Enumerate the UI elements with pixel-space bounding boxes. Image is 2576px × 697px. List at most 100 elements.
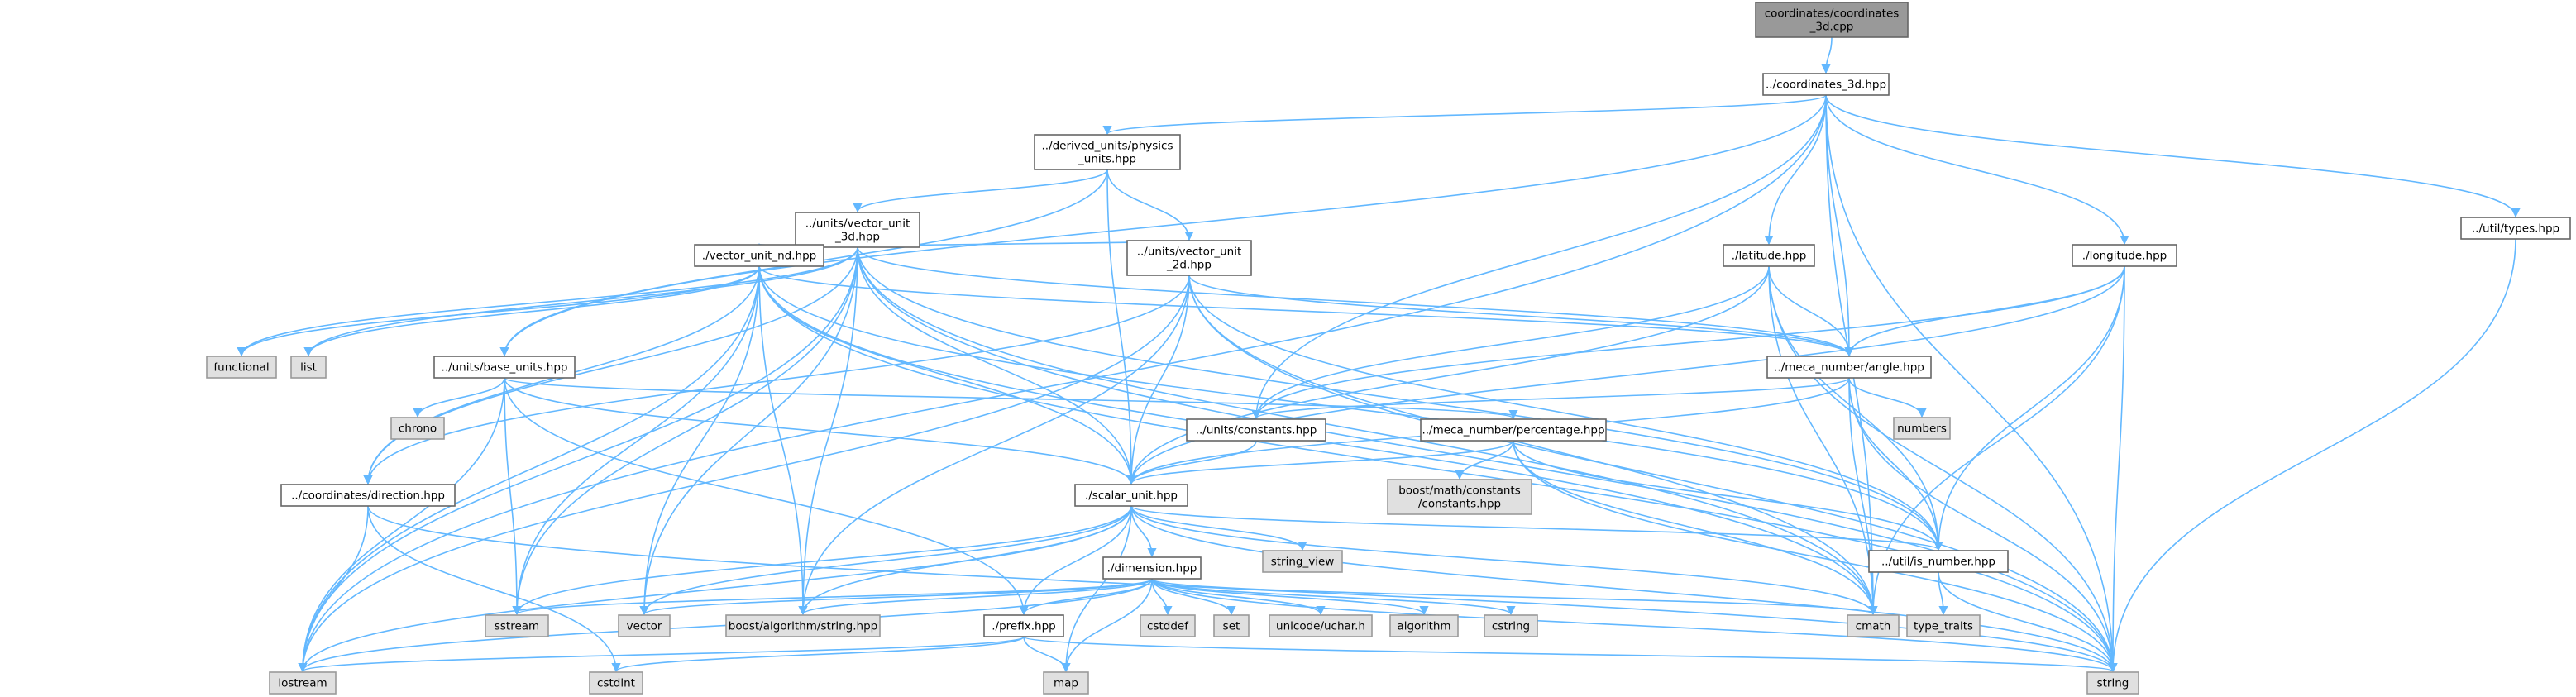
edge-vector_unit_nd-to-list: [303, 265, 760, 357]
edge-angle-to-constants: [1251, 377, 1850, 420]
node-box: [390, 417, 445, 440]
node-prefix[interactable]: ./prefix.hpp: [983, 614, 1064, 637]
node-label: type_traits: [1914, 620, 1973, 633]
edge-prefix-to-cstdint: [611, 636, 1025, 673]
node-functional: functional: [206, 356, 277, 379]
node-label: set: [1223, 620, 1240, 633]
node-box: [795, 212, 920, 248]
node-box: [589, 671, 643, 695]
node-label: cmath: [1856, 620, 1891, 633]
node-label: unicode/uchar.h: [1276, 620, 1365, 633]
edge-vector_unit_nd-to-angle: [758, 265, 1854, 357]
node-cmath: cmath: [1847, 614, 1900, 637]
node-string: string: [2086, 671, 2139, 695]
node-root[interactable]: coordinates/coordinates_3d.cpp: [1755, 2, 1909, 38]
node-cstddef: cstddef: [1140, 614, 1196, 637]
edge-vector_unit_3d-to-list: [303, 246, 858, 357]
node-box: [2072, 244, 2177, 267]
node-box: [1893, 417, 1951, 440]
node-box: [1906, 614, 1981, 637]
edge-latitude-to-constants: [1251, 265, 1770, 420]
node-unicode-uchar: unicode/uchar.h: [1269, 614, 1373, 637]
edge-dimension-to-cstring: [1151, 578, 1516, 616]
edge-angle-to-cmath: [1848, 377, 1878, 616]
edge-percentage-to-is_number: [1513, 440, 1943, 551]
edge-vector_unit_2d-to-angle: [1188, 275, 1854, 357]
node-cstring: cstring: [1484, 614, 1538, 637]
node-util-types[interactable]: ../util/types.hpp: [2460, 217, 2571, 240]
node-scalar-unit[interactable]: ./scalar_unit.hpp: [1074, 484, 1188, 507]
node-derived-physics[interactable]: ../derived_units/physics_units.hpp: [1034, 134, 1181, 170]
node-box: [983, 614, 1064, 637]
node-constants[interactable]: ../units/constants.hpp: [1186, 418, 1326, 442]
edge-vector_unit_nd-to-functional: [237, 265, 760, 357]
node-label: ../derived_units/physics: [1041, 140, 1173, 153]
edge-constants-to-scalar_unit: [1126, 440, 1257, 485]
edge-vector_unit_nd-to-vector: [639, 265, 760, 616]
node-coordinates-3d[interactable]: ../coordinates_3d.hpp: [1762, 73, 1890, 96]
node-box: [290, 356, 327, 379]
edge-prefix-to-string: [1023, 636, 2117, 673]
node-label: ../coordinates_3d.hpp: [1766, 79, 1886, 92]
edge-base_units-to-prefix: [504, 377, 1029, 616]
node-angle[interactable]: ../meca_number/angle.hpp: [1766, 356, 1932, 379]
node-label: string: [2097, 677, 2129, 690]
edge-vector_unit_3d-to-is_number: [857, 246, 1943, 551]
node-map: map: [1043, 671, 1089, 695]
edge-base_units-to-percentage: [504, 377, 1518, 420]
edge-dimension-to-unicode_uchar: [1151, 578, 1326, 616]
node-longitude[interactable]: ./longitude.hpp: [2072, 244, 2177, 267]
node-label: iostream: [278, 677, 327, 690]
node-list: list: [290, 356, 327, 379]
edge-dimension-to-map: [1061, 578, 1153, 673]
edge-vector_unit_2d-to-boost_string: [798, 275, 1190, 616]
edge-base_units-to-sstream: [504, 377, 522, 616]
edge-coordinates_3d-to-util_types: [1825, 94, 2521, 218]
edge-coordinates_3d-to-longitude: [1825, 94, 2129, 246]
edge-direction-to-iostream: [298, 505, 369, 673]
node-label: map: [1054, 677, 1078, 690]
node-label: cstddef: [1147, 620, 1189, 633]
node-label: boost/math/constants: [1398, 485, 1521, 498]
edge-is_number-to-string: [1938, 571, 2118, 673]
node-label: algorithm: [1397, 620, 1450, 633]
node-vector-unit-2d[interactable]: ../units/vector_unit_2d.hpp: [1126, 240, 1252, 276]
edge-base_units-to-scalar_unit: [504, 377, 1136, 485]
edge-vector_unit_2d-to-is_number: [1188, 275, 1943, 551]
node-label: cstring: [1492, 620, 1530, 633]
edge-vector_unit_3d-to-vector: [639, 246, 858, 616]
node-vector-unit-nd[interactable]: ./vector_unit_nd.hpp: [694, 244, 824, 267]
node-label: ./scalar_unit.hpp: [1085, 489, 1178, 503]
node-label: ./dimension.hpp: [1107, 562, 1197, 575]
edge-util_types-to-string: [2108, 238, 2516, 673]
node-label: vector: [627, 620, 662, 633]
node-direction[interactable]: ../coordinates/direction.hpp: [280, 484, 456, 507]
edge-vector_unit_2d-to-direction: [363, 275, 1190, 485]
node-boost-string: boost/algorithm/string.hpp: [725, 614, 881, 637]
node-type-traits: type_traits: [1906, 614, 1981, 637]
node-percentage[interactable]: ../meca_number/percentage.hpp: [1420, 418, 1607, 442]
edge-scalar_unit-to-sstream: [512, 505, 1132, 616]
node-label: ./prefix.hpp: [992, 620, 1055, 633]
node-label: ../meca_number/angle.hpp: [1774, 361, 1924, 375]
node-latitude[interactable]: ./latitude.hpp: [1723, 244, 1815, 267]
node-base-units[interactable]: ../units/base_units.hpp: [433, 356, 576, 379]
node-label: ../meca_number/percentage.hpp: [1422, 424, 1604, 437]
node-box: [1043, 671, 1089, 695]
node-is-number[interactable]: ../util/is_number.hpp: [1868, 550, 2009, 573]
node-box: [1868, 550, 2009, 573]
node-dimension[interactable]: ./dimension.hpp: [1102, 556, 1202, 580]
node-label: ./longitude.hpp: [2082, 250, 2167, 263]
edge-vector_unit_2d-to-string: [1188, 275, 2118, 673]
node-box: [280, 484, 456, 507]
node-label: ../util/is_number.hpp: [1881, 556, 1995, 569]
node-box: [2086, 671, 2139, 695]
node-box: [1269, 614, 1373, 637]
edge-vector_unit_nd-to-iostream: [298, 265, 760, 673]
node-box: [1389, 614, 1459, 637]
edge-vector_unit_nd-to-sstream: [512, 265, 760, 616]
node-label: numbers: [1897, 422, 1947, 436]
node-box: [1126, 240, 1252, 276]
node-vector-unit-3d[interactable]: ../units/vector_unit_3d.hpp: [795, 212, 920, 248]
edge-vector_unit_2d-to-iostream: [298, 275, 1190, 673]
